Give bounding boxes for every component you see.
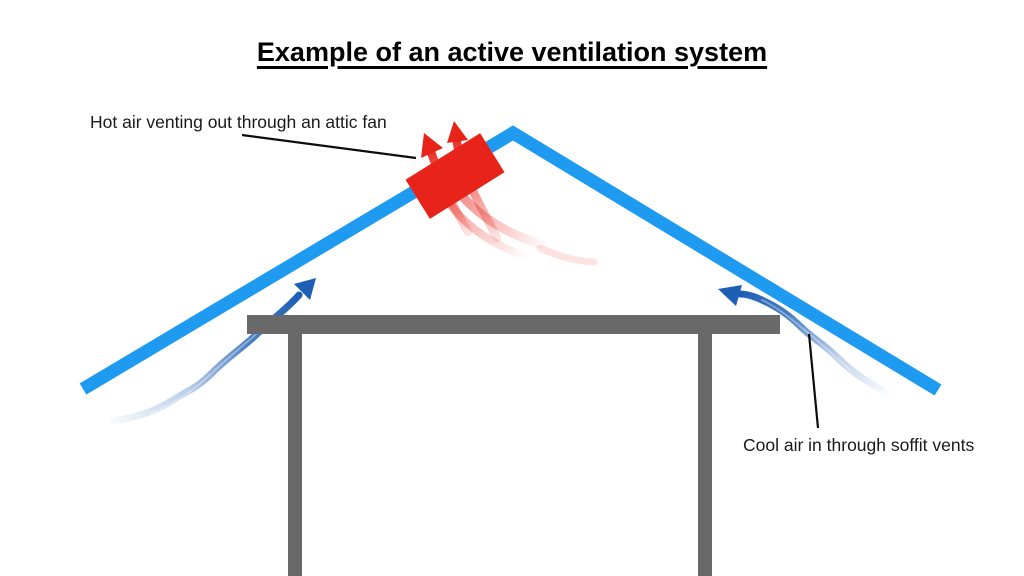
hot-air-arrow-1 — [424, 141, 473, 237]
cool-air-arrow-right — [736, 290, 890, 396]
cool-air-arrow-right-highlight — [761, 299, 853, 373]
label-hot-air: Hot air venting out through an attic fan — [90, 112, 387, 132]
hot-air-wisp — [536, 244, 598, 266]
pointer-line-soffit — [807, 333, 820, 429]
page-title: Example of an active ventilation system — [256, 37, 768, 67]
ceiling — [247, 315, 780, 334]
cool-air-arrowhead-left — [294, 278, 316, 300]
right-wall — [698, 334, 712, 576]
cool-air-arrow-left-highlight — [149, 321, 271, 415]
left-wall — [288, 334, 302, 576]
label-cool-air: Cool air in through soffit vents — [743, 435, 975, 455]
pointer-line-attic-fan — [241, 133, 417, 160]
roof-outline — [79, 125, 942, 396]
hot-air-arrowhead-2 — [447, 121, 468, 143]
cool-air-arrowhead-right — [718, 285, 742, 306]
attic-fan — [405, 133, 505, 219]
hot-air-arrow-2 — [451, 127, 502, 243]
hot-air-trail-1 — [457, 191, 548, 250]
hot-air-arrowhead-1 — [421, 133, 443, 158]
